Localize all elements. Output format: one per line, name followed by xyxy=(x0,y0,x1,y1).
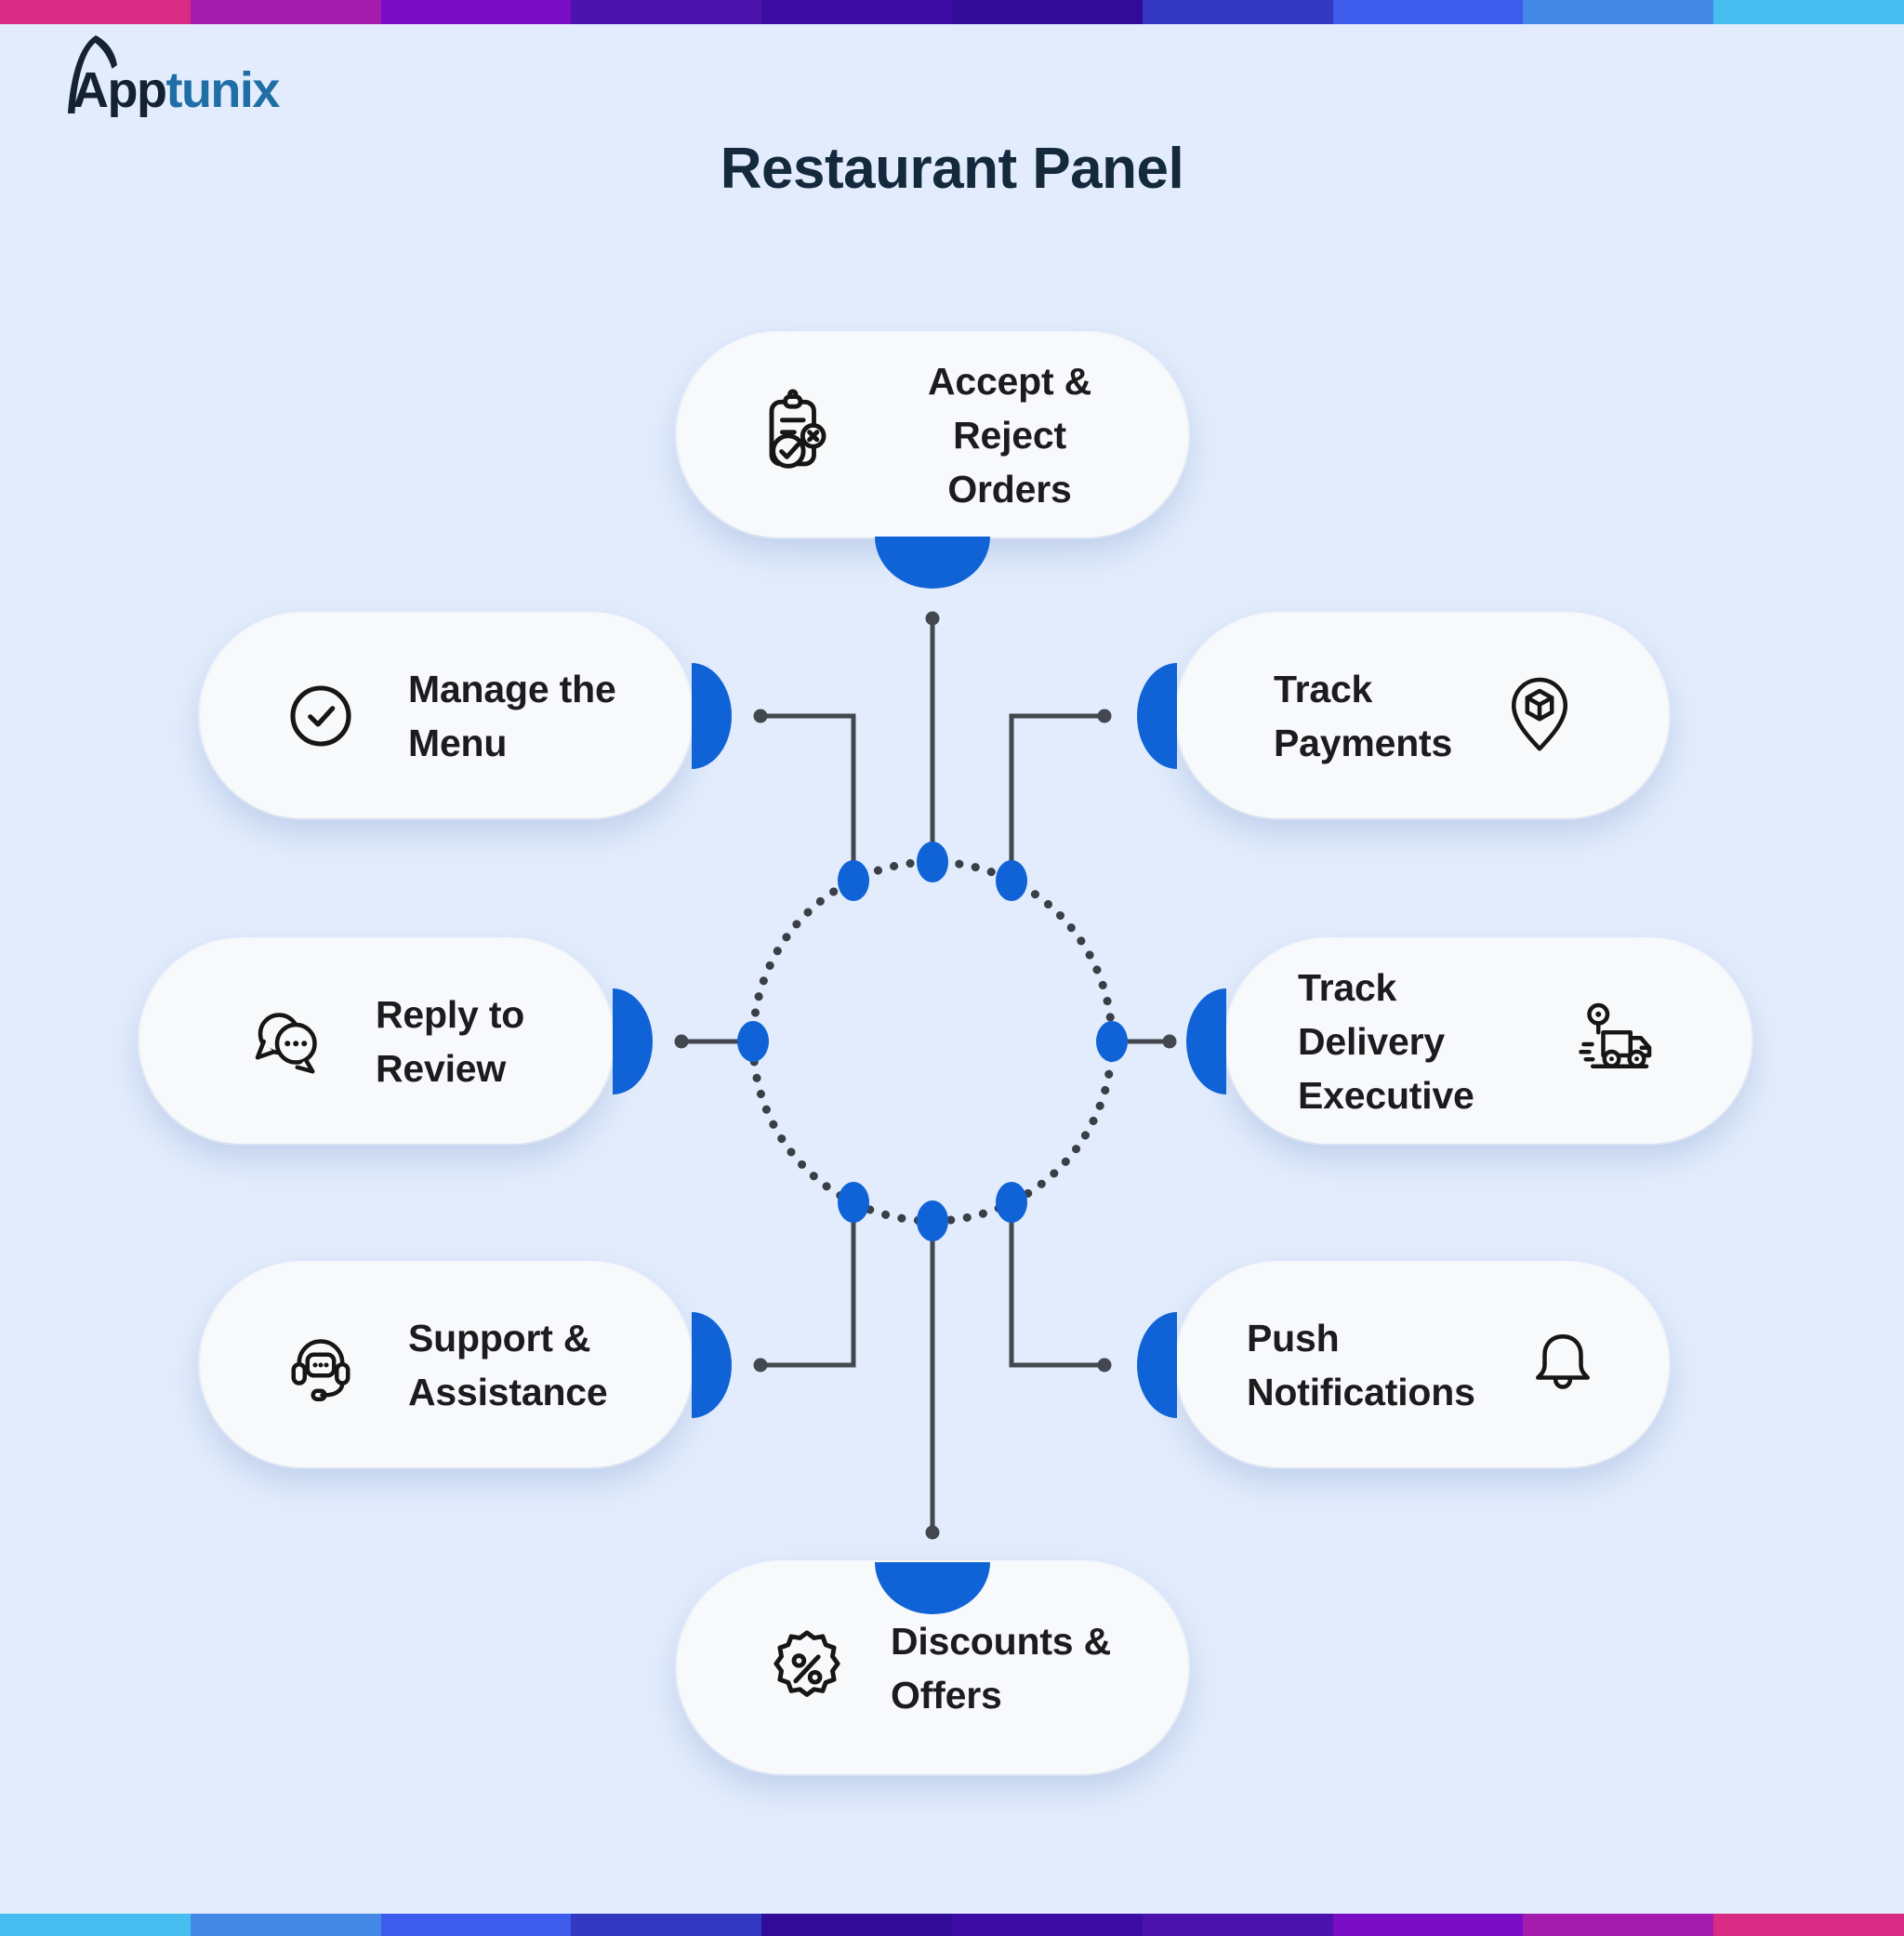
bell-icon xyxy=(1518,1320,1607,1410)
feature-pill-reply-to-review: Reply to Review xyxy=(139,939,653,1144)
stripe-segment xyxy=(761,1914,952,1936)
stripe-segment xyxy=(1332,1914,1524,1936)
stripe-segment xyxy=(380,0,572,24)
feature-pill-discounts-offers: Discounts & Offers xyxy=(677,1562,1188,1774)
hub-dotted-circle xyxy=(748,857,1117,1226)
chat-bubbles-icon xyxy=(244,997,333,1086)
feature-label-line: Support & xyxy=(408,1316,591,1359)
stripe-segment xyxy=(1713,0,1904,24)
stripe-segment xyxy=(1142,0,1333,24)
stripe-segment xyxy=(1523,1914,1714,1936)
feature-label-line: Accept & xyxy=(927,359,1092,403)
stripe-segment xyxy=(190,1914,381,1936)
brand-name-dark: App xyxy=(73,62,167,118)
feature-label-line: Discounts & xyxy=(891,1619,1111,1663)
stripe-segment xyxy=(1713,1914,1904,1936)
stripe-segment xyxy=(951,1914,1143,1936)
stripe-segment xyxy=(571,1914,762,1936)
page-title: Restaurant Panel xyxy=(720,137,1184,201)
feature-pill-push-notifications: Push Notifications xyxy=(1137,1263,1669,1467)
feature-pill-track-delivery-executive: Track Delivery Executive xyxy=(1186,939,1752,1144)
feature-pill-support-assistance: Support & Assistance xyxy=(200,1263,732,1467)
stripe-segment xyxy=(571,0,762,24)
feature-label-line: Assistance xyxy=(408,1371,608,1413)
feature-label-line: Menu xyxy=(408,722,508,764)
top-stripe-bar xyxy=(0,0,1904,24)
feature-label-line: Payments xyxy=(1274,722,1453,764)
feature-pill-track-payments: Track Payments xyxy=(1137,614,1669,818)
feature-label-line: Notifications xyxy=(1247,1371,1475,1413)
stripe-segment xyxy=(1332,0,1524,24)
feature-label-line: Manage the xyxy=(408,667,616,710)
feature-label-line: Review xyxy=(376,1047,507,1090)
stripe-segment xyxy=(380,1914,572,1936)
feature-label-line: Reply to xyxy=(376,992,525,1036)
feature-label-line: Track xyxy=(1274,667,1373,710)
stripe-segment xyxy=(0,0,191,24)
brand-name-accent: tunix xyxy=(165,62,280,118)
connector-lines xyxy=(681,618,1170,1532)
stripe-segment xyxy=(1142,1914,1333,1936)
delivery-truck-pin-icon xyxy=(1574,997,1663,1086)
hub-blue-nodes xyxy=(737,842,1128,1241)
feature-label-line: Track Delivery xyxy=(1298,965,1445,1063)
stripe-segment xyxy=(0,1914,191,1936)
discount-badge-icon xyxy=(759,1620,855,1717)
headset-chat-icon xyxy=(276,1320,365,1410)
apptunix-logo: Apptunix xyxy=(63,33,398,126)
feature-pill-accept-reject-orders: Accept & Reject Orders xyxy=(677,333,1188,589)
check-circle-icon xyxy=(276,671,365,761)
stripe-segment xyxy=(951,0,1143,24)
stripe-segment xyxy=(190,0,381,24)
bottom-stripe-bar xyxy=(0,1914,1904,1936)
connector-dome xyxy=(875,1562,990,1614)
feature-label-line: Reject Orders xyxy=(947,413,1072,511)
clipboard-approve-reject-icon xyxy=(747,387,844,484)
feature-pill-manage-the-menu: Manage the Menu xyxy=(200,614,732,818)
stripe-segment xyxy=(1523,0,1714,24)
logo-arch-icon xyxy=(68,35,117,113)
connector-end-dots xyxy=(674,611,1177,1540)
stripe-segment xyxy=(761,0,952,24)
feature-label-line: Executive xyxy=(1298,1074,1474,1118)
package-pin-icon xyxy=(1495,671,1584,761)
feature-label-line: Push xyxy=(1247,1316,1340,1359)
brand-name: Apptunix xyxy=(73,62,280,118)
feature-label-line: Offers xyxy=(891,1674,1002,1717)
